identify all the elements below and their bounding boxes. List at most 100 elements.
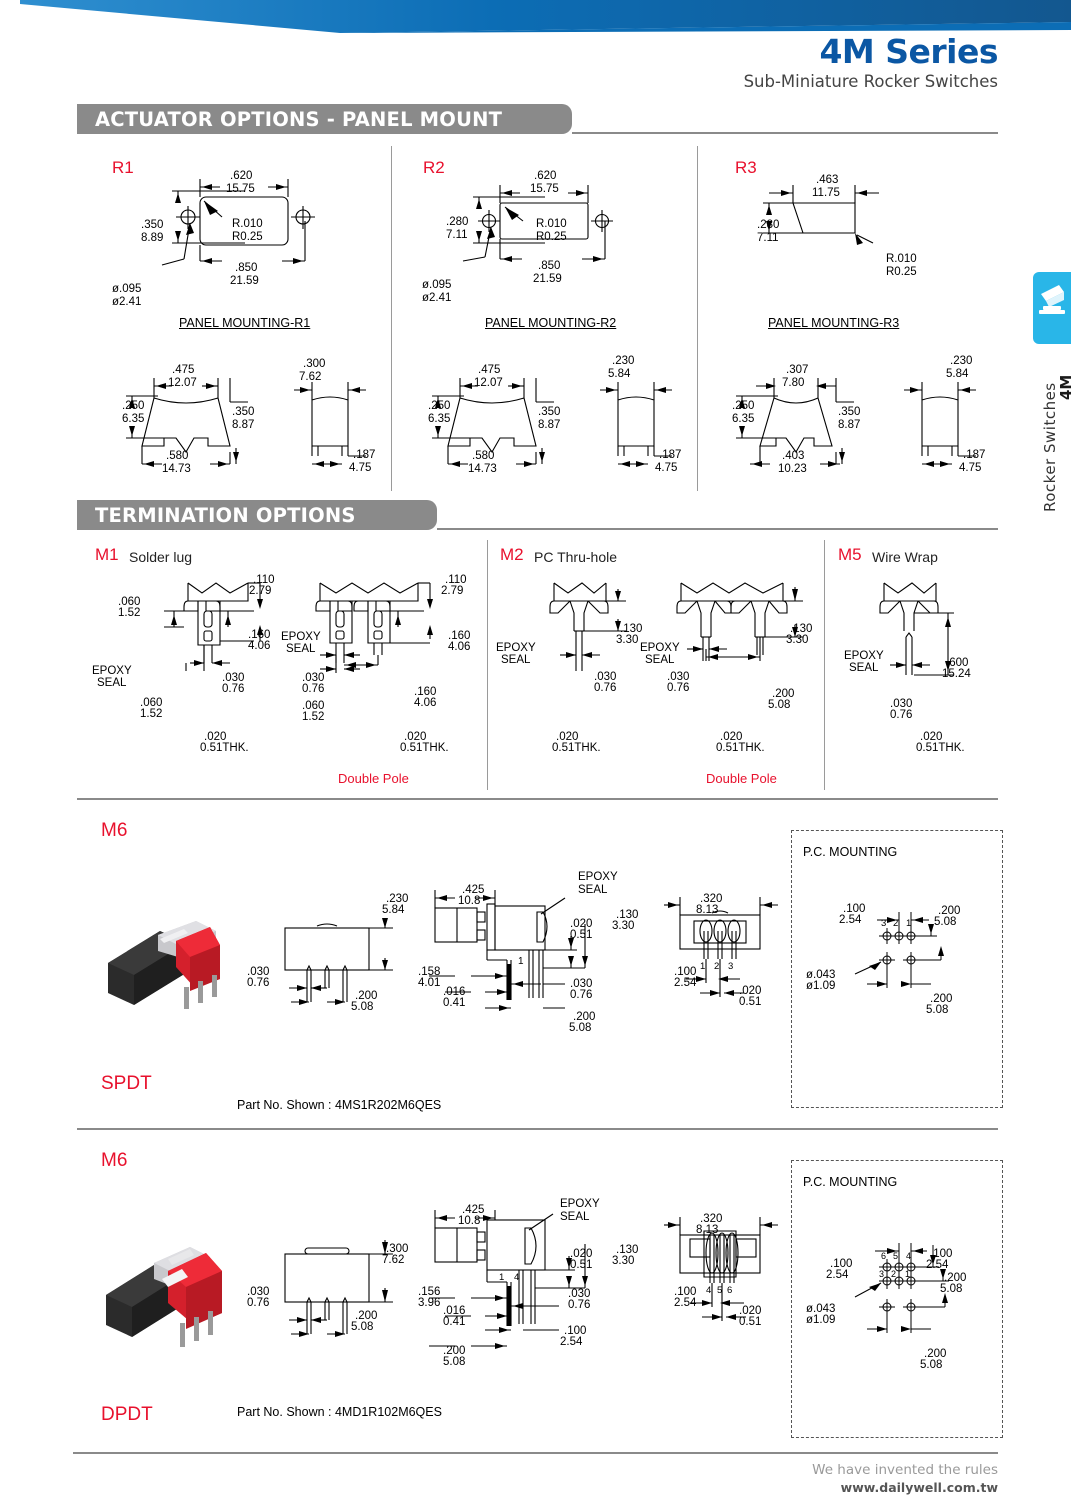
drawing-actuator-side-r2 <box>592 352 712 477</box>
pc-mounting-box-spdt <box>791 830 1003 1108</box>
pcd-row-mm: 5.08 <box>940 1283 963 1295</box>
m2-epoxy-1: EPOXY <box>496 642 536 654</box>
r3-side-width-in: .230 <box>950 355 973 367</box>
r2-height-in: .280 <box>446 216 469 228</box>
svg-text:1: 1 <box>906 918 911 929</box>
r1-front-bottom-mm: 14.73 <box>162 463 191 475</box>
m6-dpdt-pole-label: DPDT <box>101 1404 153 1425</box>
m6d-h2-mm: 3.30 <box>612 1255 635 1267</box>
r1-hole-in: ø.095 <box>112 283 142 295</box>
m6d-pw-mm: 0.76 <box>247 1297 270 1309</box>
m2d-f-mm: 5.08 <box>768 699 791 711</box>
m6s-thk-mm: 0.41 <box>443 997 466 1009</box>
svg-text:3: 3 <box>881 918 886 929</box>
m1d-thk-in: .020 <box>404 731 427 743</box>
r2-front-bottom-mm: 14.73 <box>468 463 497 475</box>
m5-epoxy-1: EPOXY <box>844 650 884 662</box>
svg-text:2: 2 <box>891 1269 896 1279</box>
m5-epoxy-2: SEAL <box>849 662 879 674</box>
drawing-actuator-side-r1 <box>286 352 406 477</box>
m2d-a-in: .130 <box>790 623 813 635</box>
m6s-pitch-mm: 5.08 <box>351 1001 374 1013</box>
m6d-pin-mm: 0.76 <box>568 1299 591 1311</box>
option-name-m5: Wire Wrap <box>872 549 938 565</box>
m5-thk-in: .020 <box>920 731 943 743</box>
r3-radius-mm: R0.25 <box>886 266 917 278</box>
r3-height-mm: 7.11 <box>757 232 779 244</box>
m6d-thk-in: .016 <box>443 1305 466 1317</box>
r2-side-width-mm: 5.84 <box>608 368 631 380</box>
m1-a-in: .110 <box>253 574 275 586</box>
side-tab-label: Rocker Switches <box>1041 382 1059 512</box>
m6d-bt-in: .020 <box>739 1305 762 1317</box>
m6s-off-mm: 4.01 <box>418 977 441 989</box>
option-code-r3: R3 <box>735 158 757 177</box>
m1d-c-mm: 4.06 <box>448 641 471 653</box>
r1-side-pin-in: .187 <box>353 449 376 461</box>
m6d-pitch2-mm: 2.54 <box>560 1336 583 1348</box>
r3-width-mm: 11.75 <box>812 187 840 199</box>
option-code-m5: M5 <box>838 545 862 564</box>
m1d-a-mm: 2.79 <box>441 585 464 597</box>
r2-width-in: .620 <box>534 170 557 182</box>
option-code-r2: R2 <box>423 158 445 177</box>
svg-text:5: 5 <box>893 1251 898 1261</box>
product-photo-dpdt <box>98 1235 238 1355</box>
drawing-actuator-side-r3 <box>896 352 1016 477</box>
r2-radius-mm: R0.25 <box>536 231 567 243</box>
m6s-seal-in: .020 <box>570 918 593 930</box>
r3-front-bottom-in: .403 <box>782 450 805 462</box>
r1-side-pin-mm: 4.75 <box>349 462 372 474</box>
r2-front-top-in: .475 <box>478 364 501 376</box>
pcd-pitch2-in: .100 <box>930 1248 953 1260</box>
drawing-m6-spdt-bottom: 1 2 3 <box>660 885 810 1015</box>
r1-side-width-mm: 7.62 <box>299 371 322 383</box>
svg-text:1: 1 <box>700 961 705 972</box>
option-code-r1: R1 <box>112 158 134 177</box>
r2-front-left-mm: 6.35 <box>428 413 451 425</box>
m2d-f-in: .200 <box>772 688 795 700</box>
r3-front-left-in: .250 <box>732 400 755 412</box>
drawing-m1-double <box>300 575 460 685</box>
m1d-c-in: .160 <box>448 630 471 642</box>
r2-width-mm: 15.75 <box>530 183 559 195</box>
pcd-row2-mm: 5.08 <box>920 1359 943 1371</box>
r2-radius-in: R.010 <box>536 218 567 230</box>
r2-side-pin-mm: 4.75 <box>655 462 678 474</box>
m2d-thk-in: .020 <box>720 731 743 743</box>
caption-panel-mounting-r3: PANEL MOUNTING-R3 <box>768 316 900 330</box>
drawing-m6-spdt-front <box>265 910 415 1030</box>
option-code-m2: M2 <box>500 545 524 564</box>
r1-front-top-in: .475 <box>172 364 195 376</box>
r2-span-in: .850 <box>538 260 561 272</box>
m2d-thk-mm: 0.51THK. <box>716 742 765 754</box>
footer-url[interactable]: www.dailywell.com.tw <box>840 1480 998 1495</box>
drawing-actuator-profile-r1 <box>118 352 388 477</box>
m6d-pw-in: .030 <box>247 1286 270 1298</box>
m2d-a-mm: 3.30 <box>786 634 809 646</box>
r2-span-mm: 21.59 <box>533 273 562 285</box>
r1-radius-mm: R0.25 <box>232 231 263 243</box>
top-banner <box>0 0 1071 40</box>
m6d-off-mm: 3.96 <box>418 1297 441 1309</box>
m6d-seal-mm: 0.51 <box>570 1259 593 1271</box>
m1-epoxy-2: SEAL <box>97 677 127 689</box>
m1-e-mm: 1.52 <box>140 708 163 720</box>
m6d-h-in: .300 <box>386 1243 409 1255</box>
m6s-epoxy-1: EPOXY <box>578 871 618 883</box>
m1d-d-in: .030 <box>302 672 325 684</box>
r3-front-left-mm: 6.35 <box>732 413 755 425</box>
drawing-panel-mount-r1 <box>140 165 360 295</box>
svg-text:1: 1 <box>518 956 524 967</box>
m2d-epoxy-2: SEAL <box>645 654 675 666</box>
m6d-pitch2-in: .100 <box>564 1325 587 1337</box>
drawing-pc-pattern-spdt: 3 2 1 <box>815 890 995 1010</box>
pcs-row2-in: .200 <box>930 993 953 1005</box>
drawing-m6-dpdt-side: 1 4 <box>425 1200 625 1360</box>
drawing-pc-pattern-dpdt: 6 5 4 3 2 1 <box>815 1215 995 1345</box>
pcs-pitch-in: .100 <box>843 903 866 915</box>
pcd-pitch-in: .100 <box>830 1258 853 1270</box>
m6s-bp-mm: 2.54 <box>674 977 697 989</box>
svg-text:4: 4 <box>706 1285 711 1296</box>
